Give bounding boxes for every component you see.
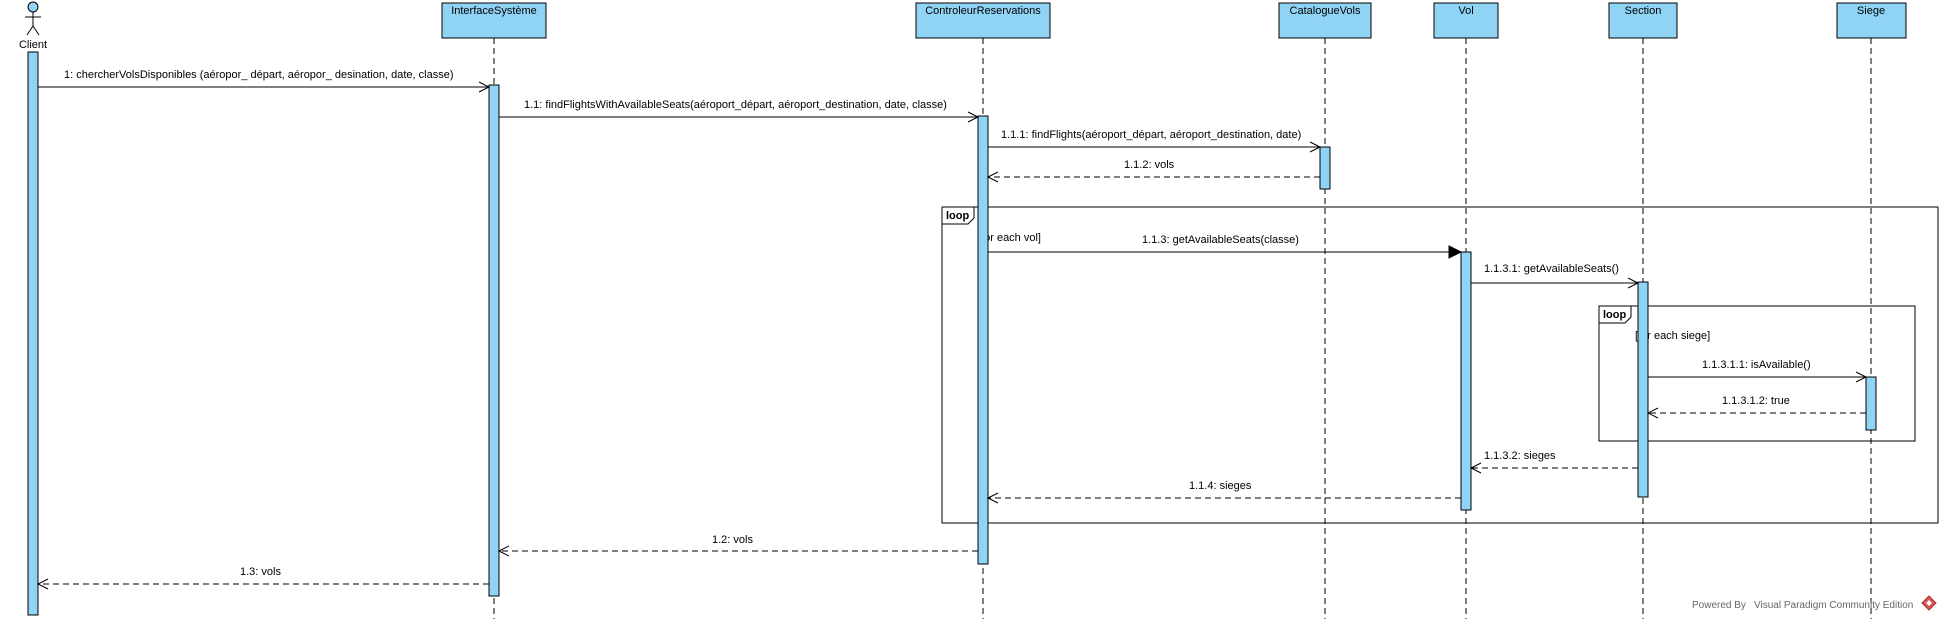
fragment-frame: [1598, 305, 1916, 442]
powered-by-text: Powered By: [1692, 600, 1746, 611]
message-1-1-4: 1.1.4: sieges: [986, 480, 1461, 504]
actor-head-icon: [27, 1, 39, 13]
fragment-guard: [for each vol]: [978, 232, 1041, 244]
activation-bar: [1319, 146, 1331, 190]
message-label: 1.1.3.1.2: true: [1722, 395, 1790, 407]
message-1-3: 1.3: vols: [36, 566, 489, 590]
fragment-operator: loop: [946, 210, 969, 222]
lifeline-catalogue-vols: CatalogueVols: [1278, 2, 1372, 39]
activation-bar: [488, 84, 500, 597]
message-1: 1: chercherVolsDisponibles (aéropor_ dép…: [38, 69, 491, 93]
product-text: Visual Paradigm Community Edition: [1754, 600, 1913, 611]
lifeline-section: Section: [1608, 2, 1678, 39]
lifeline-name: Siege: [1857, 5, 1885, 17]
lifeline-name: Vol: [1458, 5, 1473, 17]
message-label: 1.1: findFlightsWithAvailableSeats(aérop…: [524, 99, 947, 111]
lifeline-head: [1608, 2, 1678, 39]
actor-name: Client: [19, 39, 47, 51]
message-label: 1.1.3.1: getAvailableSeats(): [1484, 263, 1619, 275]
lifeline-head: [1433, 2, 1499, 39]
loop-fragment-vol: loop [for each vol]: [941, 206, 1939, 524]
lifeline-controleur-reservations: ControleurReservations: [915, 2, 1051, 39]
fragment-tab: [941, 206, 975, 225]
message-1-1-2: 1.1.2: vols: [986, 159, 1320, 183]
lifeline-siege: Siege: [1836, 2, 1907, 39]
activation-bar: [1865, 376, 1877, 431]
message-label: 1.1.4: sieges: [1189, 480, 1252, 492]
lifeline-head: [441, 2, 547, 39]
lifeline-name: ControleurReservations: [925, 5, 1041, 17]
message-1-1-3-1: 1.1.3.1: getAvailableSeats(): [1471, 263, 1640, 289]
lifeline-interface-systeme: InterfaceSystème: [441, 2, 547, 39]
message-label: 1.2: vols: [712, 534, 753, 546]
visual-paradigm-logo-icon: [1921, 595, 1937, 611]
message-label: 1.1.3.1.1: isAvailable(): [1702, 359, 1811, 371]
lifeline-name: Section: [1625, 5, 1662, 17]
fragment-guard: [for each siege]: [1635, 330, 1710, 342]
message-label: 1.1.3: getAvailableSeats(classe): [1142, 234, 1299, 246]
powered-by-watermark: Powered By Visual Paradigm Community Edi…: [1692, 595, 1937, 611]
message-1-1-3-2: 1.1.3.2: sieges: [1469, 450, 1638, 474]
lifeline-head: [1836, 2, 1907, 39]
fragment-operator: loop: [1603, 309, 1626, 321]
message-1-1-3-1-2: 1.1.3.1.2: true: [1646, 395, 1866, 419]
lifeline-head: [915, 2, 1051, 39]
message-label: 1.1.2: vols: [1124, 159, 1175, 171]
message-label: 1.1.1: findFlights(aéroport_départ, aéro…: [1001, 129, 1301, 141]
message-label: 1: chercherVolsDisponibles (aéropor_ dép…: [64, 69, 454, 81]
lifeline-lines: [493, 38, 1872, 619]
lifeline-vol: Vol: [1433, 2, 1499, 39]
activation-bar: [977, 115, 989, 565]
lifeline-name: InterfaceSystème: [451, 5, 537, 17]
fragment-frame: [941, 206, 1939, 524]
message-1-1-3-1-1: 1.1.3.1.1: isAvailable(): [1648, 359, 1868, 383]
loop-fragment-siege: loop [for each siege]: [1598, 305, 1916, 442]
lifeline-head: [1278, 2, 1372, 39]
message-label: 1.3: vols: [240, 566, 281, 578]
message-label: 1.1.3.2: sieges: [1484, 450, 1556, 462]
activation-bar: [1637, 281, 1649, 498]
actor-client: Client: [19, 1, 47, 51]
activation-bars: [27, 51, 1877, 616]
activation-bar: [1460, 251, 1472, 511]
message-1-1: 1.1: findFlightsWithAvailableSeats(aérop…: [499, 99, 980, 123]
message-1-1-1: 1.1.1: findFlights(aéroport_départ, aéro…: [988, 129, 1322, 153]
fragment-tab: [1598, 305, 1632, 324]
activation-bar: [27, 51, 39, 616]
lifeline-name: CatalogueVols: [1290, 5, 1361, 17]
message-1-1-3: 1.1.3: getAvailableSeats(classe): [988, 234, 1463, 259]
message-1-2: 1.2: vols: [497, 534, 978, 557]
